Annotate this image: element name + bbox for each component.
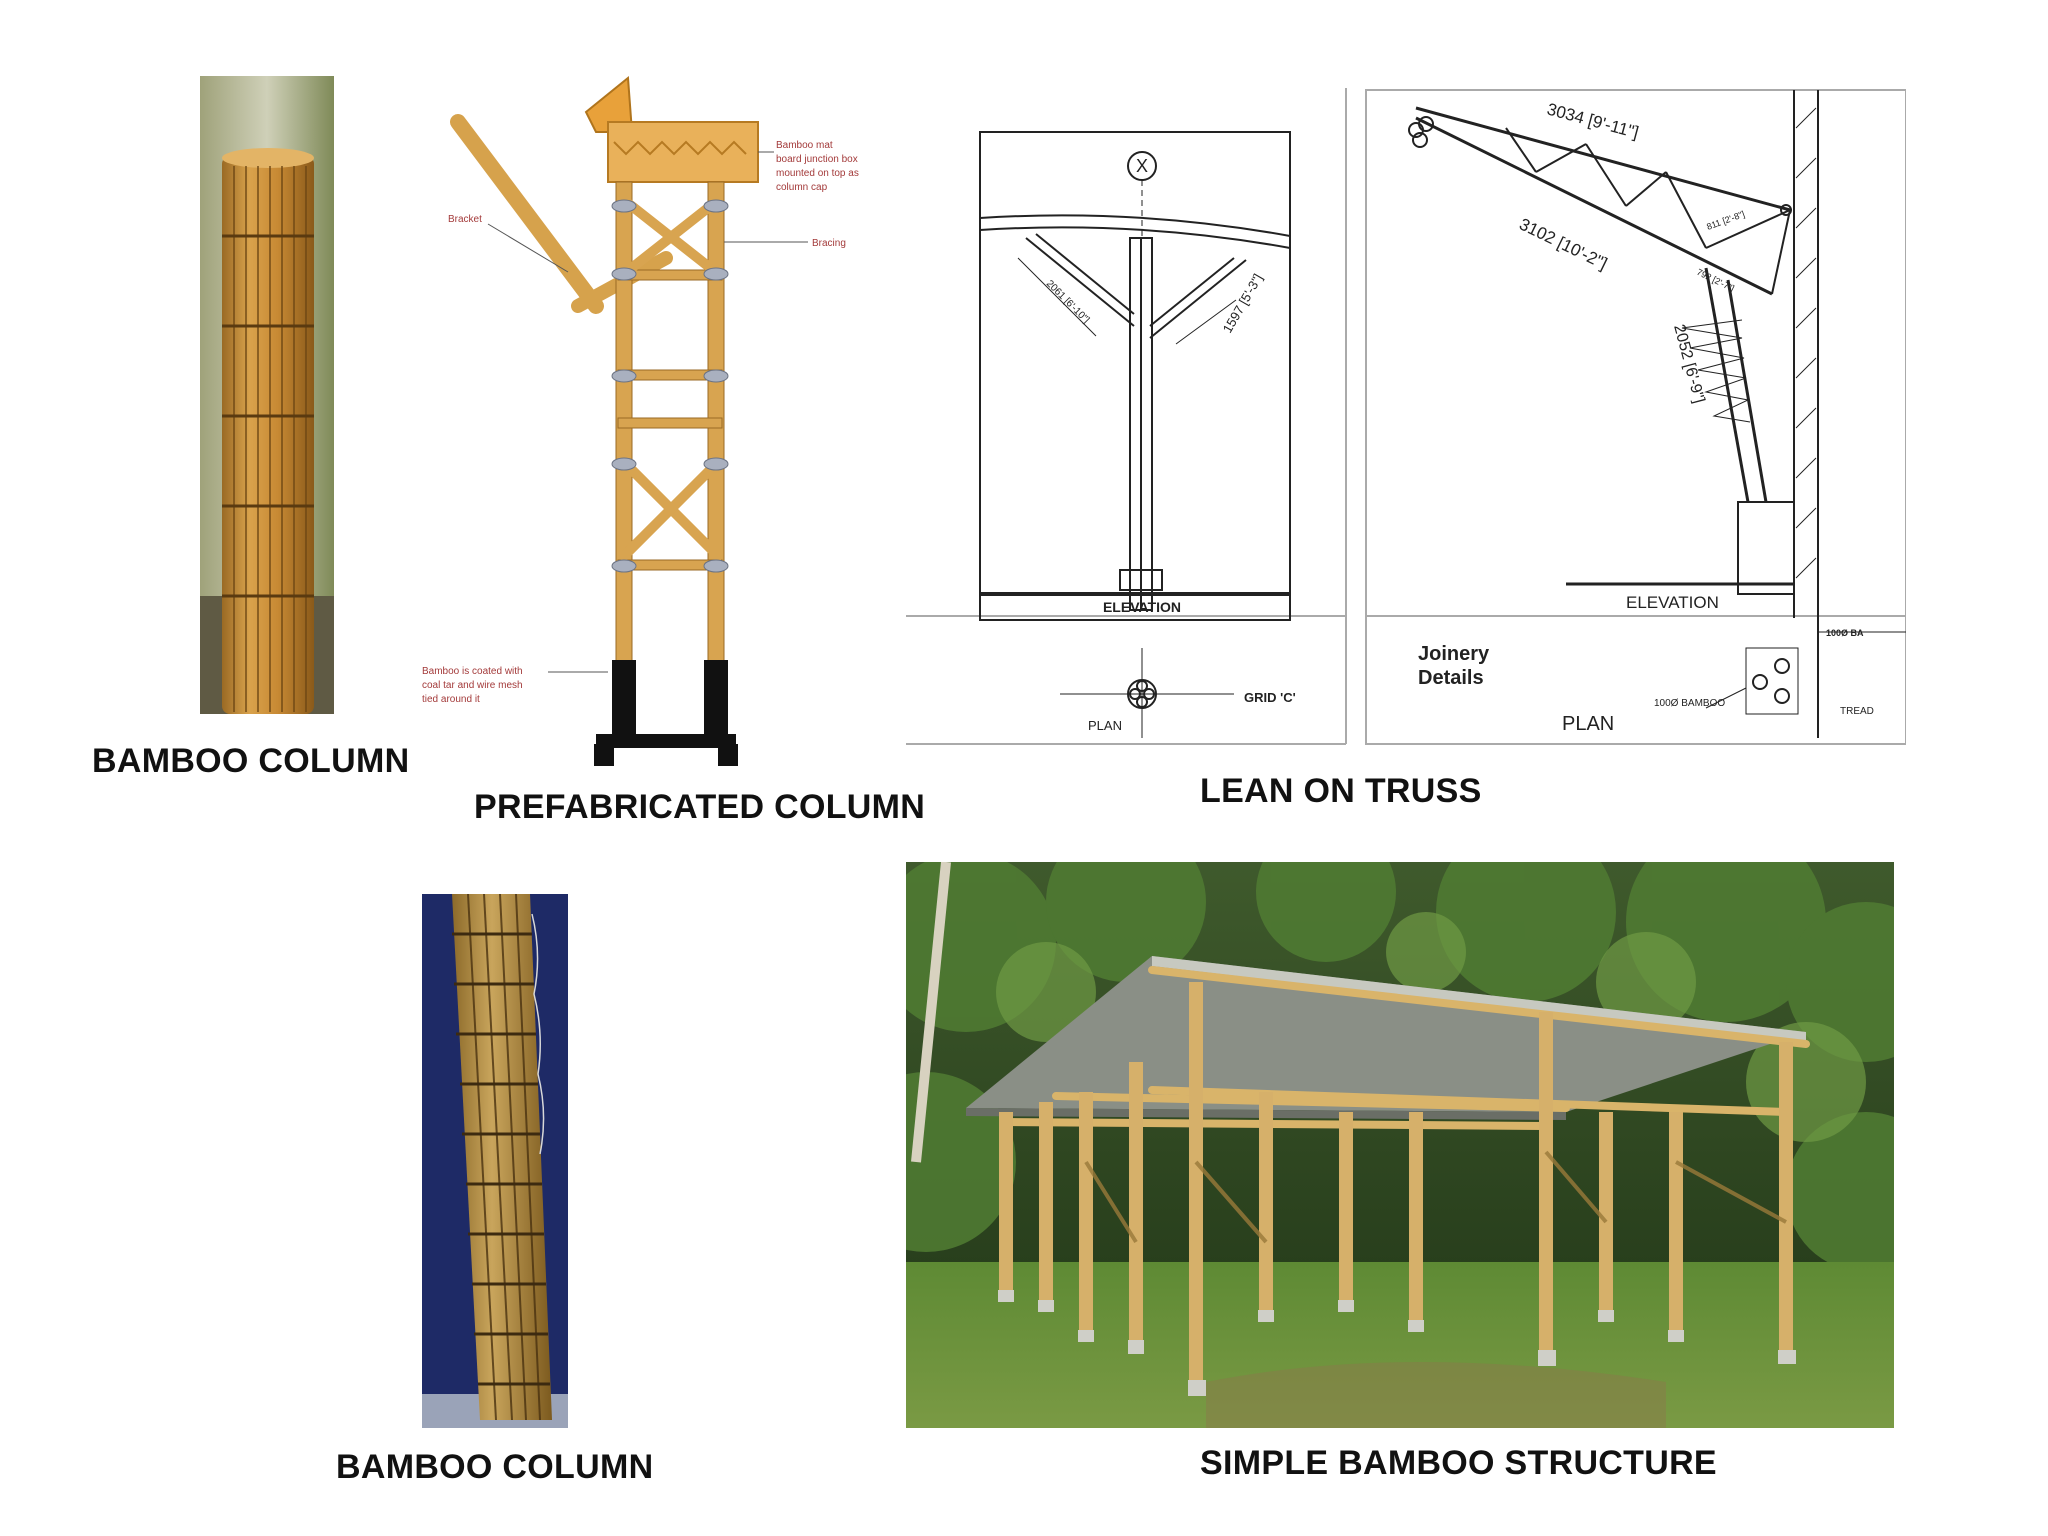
grid-mark-x: X: [1136, 156, 1148, 176]
label-joinery-1: Joinery: [1418, 643, 1490, 665]
caption-bamboo-column-bottom: BAMBOO COLUMN: [336, 1448, 654, 1486]
label-100-ba: 100Ø BA: [1826, 628, 1864, 638]
label-tread: TREAD: [1840, 706, 1874, 717]
dim-right-brace: 1597 [5'-3"]: [1220, 271, 1266, 335]
label-100-bamboo: 100Ø BAMBOO: [1654, 698, 1725, 709]
dim-small-1: 811 [2'-8"]: [1705, 209, 1746, 232]
note-coating-2: coal tar and wire mesh: [422, 680, 523, 691]
lean-on-truss-drawing: X 2061 [6'-10"] 1597 [5'-3"] ELEVATION P…: [906, 88, 1906, 754]
dim-strut: 2052 [6'-9"]: [1670, 323, 1707, 405]
caption-simple-bamboo-structure: SIMPLE BAMBOO STRUCTURE: [1200, 1444, 1717, 1482]
junction-box: [607, 121, 759, 183]
label-elevation-right: ELEVATION: [1626, 593, 1719, 612]
note-junction-box-3: mounted on top as: [776, 168, 859, 179]
note-bracing: Bracing: [812, 238, 846, 249]
dim-top-chord: 3034 [9'-11"]: [1545, 100, 1641, 143]
note-junction-box-1: Bamboo mat: [776, 140, 833, 151]
label-joinery-2: Details: [1418, 667, 1484, 689]
caption-lean-on-truss: LEAN ON TRUSS: [1200, 772, 1482, 810]
caption-bamboo-column-top: BAMBOO COLUMN: [92, 742, 410, 780]
note-junction-box-4: column cap: [776, 182, 828, 193]
note-bracket: Bracket: [448, 214, 482, 225]
bracket-member: [450, 114, 604, 314]
simple-bamboo-structure-photo: [906, 862, 1894, 1428]
label-grid-c: GRID 'C': [1244, 690, 1296, 705]
label-plan-right: PLAN: [1562, 713, 1614, 735]
dim-bottom-chord: 3102 [10'-2"]: [1516, 215, 1610, 274]
dim-small-2: 792 [2'-7"]: [1695, 267, 1736, 294]
label-elevation-left: ELEVATION: [1103, 599, 1181, 615]
note-coating-1: Bamboo is coated with: [422, 666, 523, 677]
note-coating-3: tied around it: [422, 694, 480, 705]
caption-prefabricated-column: PREFABRICATED COLUMN: [474, 788, 926, 826]
prefabricated-column-drawing: Bamboo mat board junction box mounted on…: [418, 72, 904, 778]
bamboo-column-photo-bottom: [422, 894, 568, 1428]
label-plan-left: PLAN: [1088, 718, 1122, 733]
note-junction-box-2: board junction box: [776, 154, 858, 165]
bamboo-column-photo-top: [200, 76, 334, 714]
